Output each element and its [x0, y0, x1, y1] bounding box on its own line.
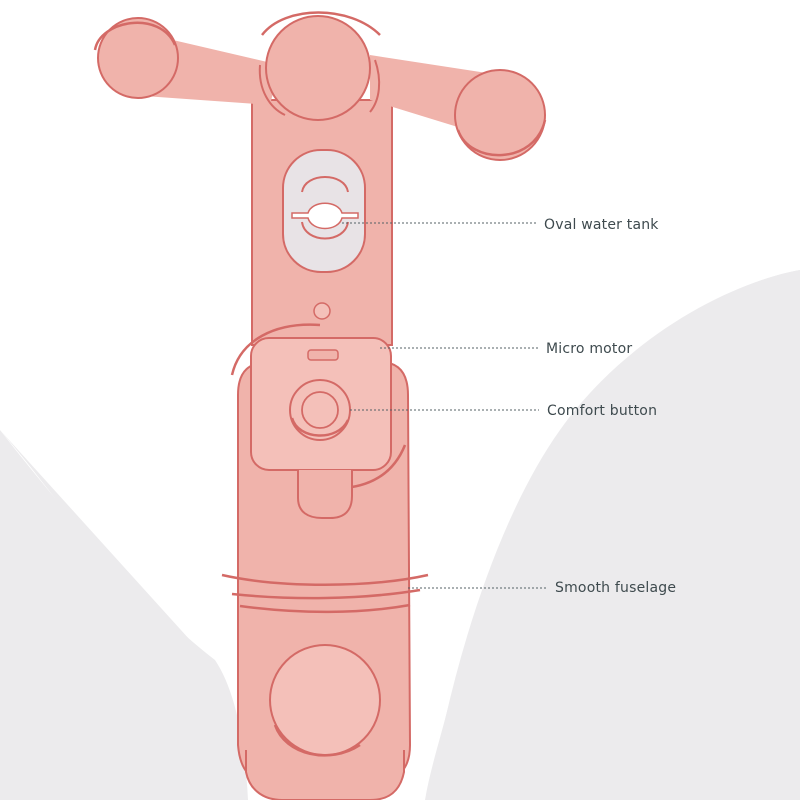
background-shape-left	[0, 430, 248, 800]
fan-hub	[265, 15, 371, 121]
left-blade	[97, 17, 179, 99]
fan-hub-accent-right	[369, 59, 381, 113]
fan-hub-accent-side	[258, 64, 286, 116]
callout-label-micro-motor: Micro motor	[546, 341, 633, 357]
power-button-icon	[289, 379, 351, 441]
fuselage-ring-bottom	[239, 603, 411, 614]
tank-arc-top	[301, 176, 349, 193]
button-face	[301, 391, 339, 429]
base-disc-accent	[273, 724, 361, 757]
water-tank-icon	[282, 149, 366, 273]
hook-loop	[297, 470, 353, 519]
right-blade	[454, 69, 546, 161]
callout-label-smooth-fuselage: Smooth fuselage	[555, 580, 677, 596]
indicator-dot	[313, 302, 331, 320]
left-blade-accent	[93, 21, 177, 51]
button-accent	[290, 417, 350, 437]
fuselage-ring-mid	[231, 588, 421, 600]
callout-label-oval-water-tank: Oval water tank	[544, 217, 659, 233]
handle-base	[245, 750, 405, 800]
tank-slot	[291, 202, 359, 230]
background-shape-right	[430, 270, 800, 800]
fuselage-ring-top	[221, 573, 429, 586]
callout-label-comfort-button: Comfort button	[547, 403, 658, 419]
usb-port	[307, 349, 339, 361]
right-blade-accent	[456, 119, 547, 157]
fan-blade-icon	[93, 11, 547, 161]
base-disc	[269, 644, 381, 756]
fan-hub-accent-top	[261, 11, 381, 36]
leader-lines	[342, 222, 547, 589]
motor-swoosh-right	[344, 444, 407, 490]
tank-arc-bottom	[301, 221, 349, 240]
motor-swoosh-left	[230, 323, 321, 376]
